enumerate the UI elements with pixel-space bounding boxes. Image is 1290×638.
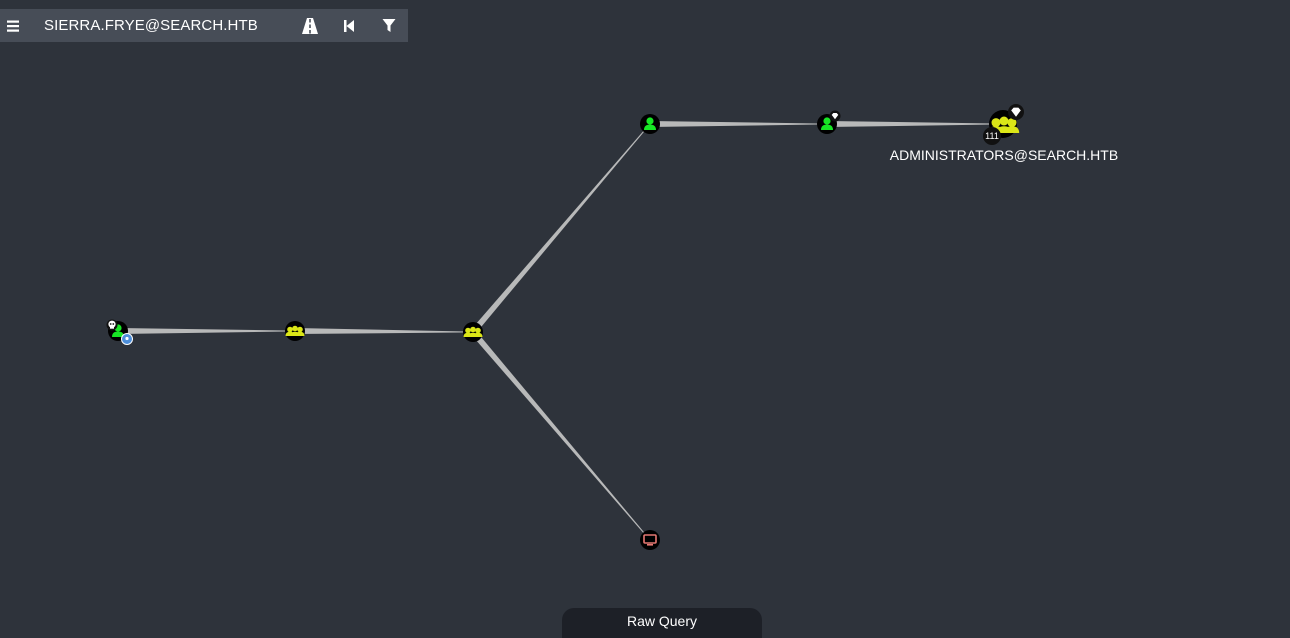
graph-edge-user-highvalue-to-admins-group[interactable] <box>827 121 1003 127</box>
high-value-gem-icon <box>829 110 841 122</box>
graph-node-user-upper[interactable] <box>640 114 660 134</box>
owned-skull-icon <box>106 319 118 331</box>
node-label-admins-group: ADMINISTRATORS@SEARCH.HTB <box>890 147 1118 163</box>
high-value-gem-icon <box>1008 104 1024 120</box>
back-button[interactable] <box>339 16 359 36</box>
graph-node-group-2[interactable] <box>463 322 483 342</box>
menu-button[interactable] <box>4 17 22 35</box>
step-backward-icon <box>344 20 354 32</box>
member-count-text: 111 <box>985 131 999 141</box>
filter-button[interactable] <box>379 16 399 36</box>
hamburger-menu-icon <box>7 20 19 32</box>
graph-edge-group-1-to-group-2[interactable] <box>294 328 474 334</box>
graph-edge-owned-user-to-group-1[interactable] <box>118 328 295 334</box>
filter-icon <box>382 19 396 32</box>
search-input[interactable]: SIERRA.FRYE@SEARCH.HTB <box>44 17 258 34</box>
member-count-badge: 111 <box>983 127 1001 145</box>
graph-edge-group-2-to-computer[interactable] <box>470 330 651 541</box>
graph-node-computer[interactable] <box>640 530 660 550</box>
start-node-marker-icon <box>121 333 133 345</box>
raw-query-button[interactable]: Raw Query <box>562 608 762 638</box>
graph-node-user-highvalue[interactable] <box>817 110 841 135</box>
pathfinding-button[interactable] <box>300 16 320 36</box>
graph-node-owned-user[interactable] <box>106 319 133 345</box>
graph-node-group-1[interactable] <box>285 321 305 341</box>
road-icon <box>302 18 318 34</box>
search-bar: SIERRA.FRYE@SEARCH.HTB <box>0 9 408 42</box>
graph-edge-group-2-to-user-upper[interactable] <box>470 123 651 334</box>
graph-edge-user-upper-to-user-highvalue[interactable] <box>650 121 827 127</box>
